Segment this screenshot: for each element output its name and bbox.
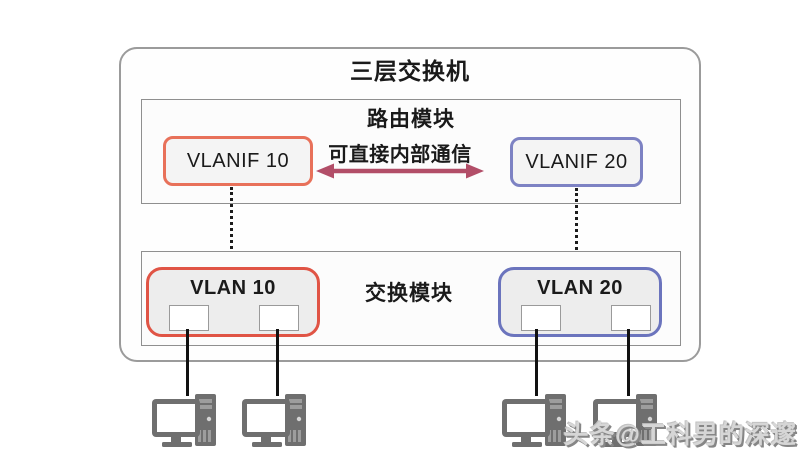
- vlan-20-node: VLAN 20: [498, 267, 662, 337]
- vlanif-20-label: VLANIF 20: [525, 150, 628, 173]
- vlan-10-label: VLAN 10: [190, 277, 276, 299]
- vlan10-port-2: [259, 305, 299, 331]
- vlanif20-vlan20-link: [575, 188, 578, 267]
- switching-module-label: 交换模块: [365, 282, 453, 305]
- vlan-20-label: VLAN 20: [537, 277, 623, 299]
- double-arrow-icon: [316, 163, 484, 179]
- vlanif-10-node: VLANIF 10: [163, 136, 313, 186]
- computer-icon: [242, 394, 306, 447]
- host-link-3: [535, 329, 538, 396]
- host-4: [592, 392, 660, 450]
- vlanif-10-label: VLANIF 10: [186, 149, 290, 172]
- layer3-switch-title: 三层交换机: [350, 58, 470, 84]
- computer-icon: [502, 394, 566, 447]
- vlanif10-vlan10-link: [230, 187, 233, 267]
- routing-module-label: 路由模块: [367, 108, 455, 131]
- vlan20-port-1: [521, 305, 561, 331]
- host-link-2: [276, 329, 279, 396]
- vlan10-port-1: [169, 305, 209, 331]
- computer-icon: [593, 394, 657, 447]
- host-link-4: [627, 329, 630, 396]
- computer-icon: [152, 394, 216, 447]
- internal-comm-label: 可直接内部通信: [328, 144, 472, 166]
- host-1: [151, 392, 219, 450]
- vlan-10-node: VLAN 10: [146, 267, 320, 337]
- host-link-1: [186, 329, 189, 396]
- watermark: 头条@工科男的深邃: [563, 421, 797, 449]
- vlanif-20-node: VLANIF 20: [510, 137, 643, 187]
- vlan20-port-2: [611, 305, 651, 331]
- host-3: [501, 392, 569, 450]
- host-2: [241, 392, 309, 450]
